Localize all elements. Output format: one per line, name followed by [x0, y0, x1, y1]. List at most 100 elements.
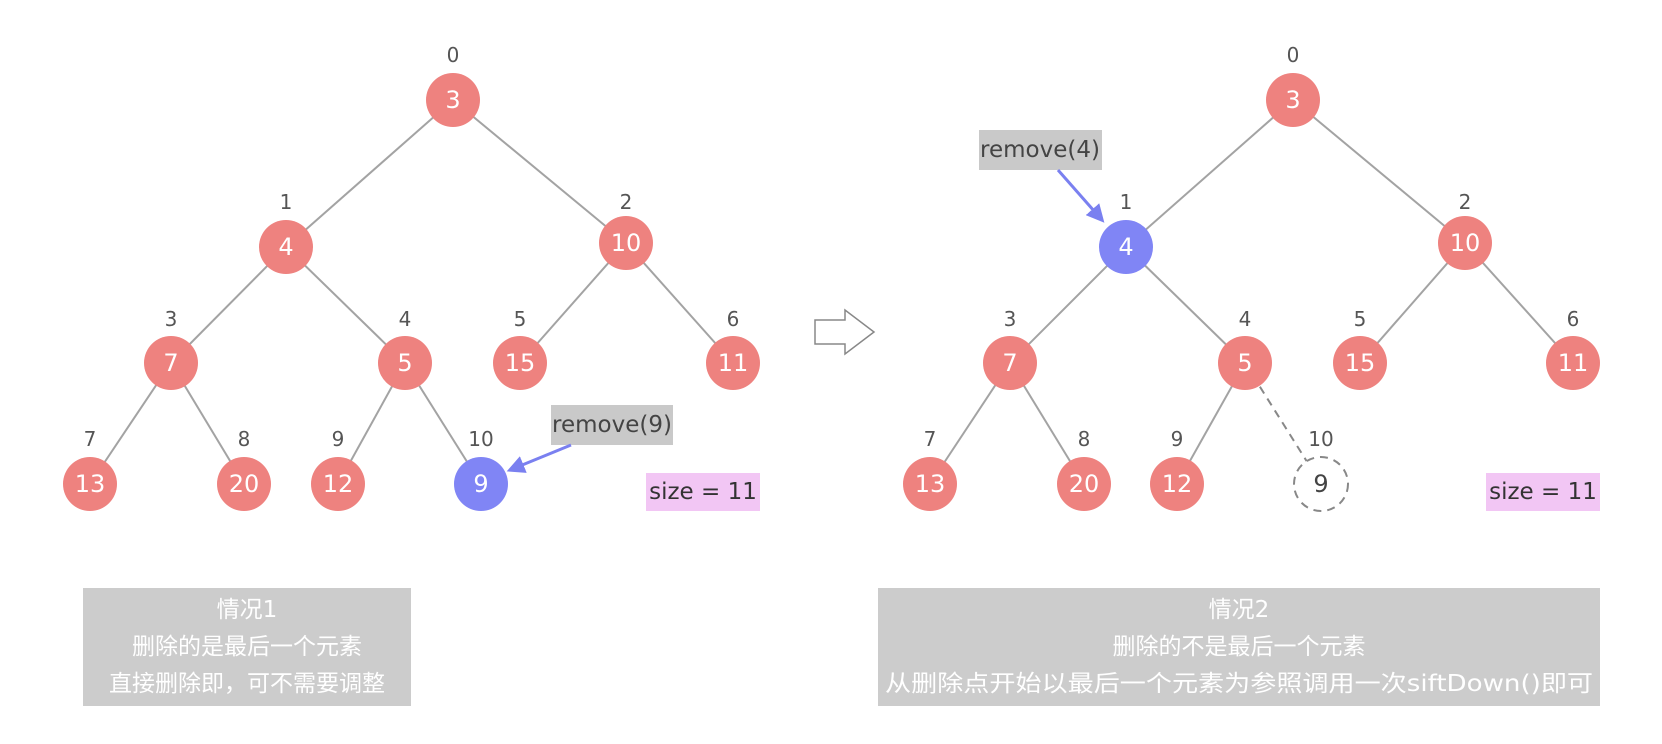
node-value: 3 [1285, 86, 1300, 114]
heap-node [63, 457, 117, 511]
node-value: 3 [445, 86, 460, 114]
heap-node [1333, 336, 1387, 390]
node-value: 11 [1558, 349, 1589, 377]
node-value-ghost: 9 [1313, 470, 1328, 498]
index-label: 8 [238, 427, 251, 451]
node-value: 20 [229, 470, 260, 498]
heap-node [1266, 73, 1320, 127]
node-value: 15 [505, 349, 536, 377]
index-label: 9 [332, 427, 345, 451]
node-value: 5 [397, 349, 412, 377]
heap-node [259, 220, 313, 274]
node-value: 9 [473, 470, 488, 498]
callout-text: remove(9) [552, 412, 672, 438]
edge [170, 246, 287, 364]
node-value: 4 [1118, 233, 1133, 261]
left-callout: remove(9) [506, 405, 673, 473]
node-value: 15 [1345, 349, 1376, 377]
left-index-labels: 0 1 2 3 4 5 6 7 8 9 10 [84, 43, 740, 451]
index-label: 8 [1078, 427, 1091, 451]
index-label: 6 [727, 307, 740, 331]
left-nodes [63, 73, 760, 511]
caption-line: 删除的不是最后一个元素 [1113, 634, 1366, 660]
right-size-badge: size = 11 [1486, 473, 1600, 511]
node-value: 13 [915, 470, 946, 498]
caption-box [83, 588, 411, 706]
edge [1125, 99, 1294, 248]
index-label: 0 [1287, 43, 1300, 67]
heap-node-highlighted [1099, 220, 1153, 274]
node-value: 12 [323, 470, 354, 498]
callout-box [979, 130, 1102, 170]
callout-box [551, 405, 673, 445]
left-caption: 情况1 删除的是最后一个元素 直接删除即，可不需要调整 [83, 588, 411, 706]
heap-node-highlighted [454, 457, 508, 511]
index-label: 7 [924, 427, 937, 451]
caption-box [878, 588, 1600, 706]
edge [452, 99, 627, 244]
node-value: 5 [1237, 349, 1252, 377]
heap-node [311, 457, 365, 511]
heap-node [1438, 216, 1492, 270]
heap-node [706, 336, 760, 390]
right-nodes [903, 73, 1600, 512]
node-value: 7 [163, 349, 178, 377]
size-label: size = 11 [649, 479, 757, 505]
node-value: 12 [1162, 470, 1193, 498]
right-arrow-icon [814, 308, 876, 356]
index-label: 5 [514, 307, 527, 331]
index-label: 0 [447, 43, 460, 67]
size-label: size = 11 [1489, 479, 1597, 505]
index-label: 1 [280, 190, 293, 214]
index-label: 2 [1459, 190, 1472, 214]
right-panel: 0 1 2 3 4 5 6 7 8 9 10 3 4 [878, 43, 1600, 706]
node-value: 10 [1450, 229, 1481, 257]
edge [285, 246, 406, 364]
heap-node [217, 457, 271, 511]
callout-text: remove(4) [980, 137, 1100, 163]
size-badge [646, 473, 760, 511]
edge [1292, 99, 1466, 244]
caption-line: 情况1 [217, 597, 278, 623]
heap-node [378, 336, 432, 390]
right-node-values: 3 4 10 7 5 15 11 13 20 12 9 [915, 86, 1589, 498]
node-value: 13 [75, 470, 106, 498]
index-label: 3 [1004, 307, 1017, 331]
left-size-badge: size = 11 [646, 473, 760, 511]
edge [1125, 246, 1246, 364]
heap-node [1150, 457, 1204, 511]
right-callout: remove(4) [979, 130, 1105, 223]
index-label: 10 [1308, 427, 1333, 451]
heap-node [144, 336, 198, 390]
node-value: 7 [1002, 349, 1017, 377]
caption-line: 直接删除即，可不需要调整 [109, 671, 385, 697]
node-value: 4 [278, 233, 293, 261]
node-value: 11 [718, 349, 749, 377]
caption-line: 删除的是最后一个元素 [132, 634, 362, 660]
heap-node [493, 336, 547, 390]
caption-line: 情况2 [1209, 597, 1270, 623]
callout-arrow [1056, 169, 1105, 223]
heap-node [1218, 336, 1272, 390]
heap-node [1546, 336, 1600, 390]
index-label: 3 [165, 307, 178, 331]
index-label: 1 [1120, 190, 1133, 214]
index-label: 4 [1239, 307, 1252, 331]
heap-node [903, 457, 957, 511]
index-label: 10 [468, 427, 493, 451]
right-index-labels: 0 1 2 3 4 5 6 7 8 9 10 [924, 43, 1580, 451]
index-label: 5 [1354, 307, 1367, 331]
index-label: 2 [620, 190, 633, 214]
edge [285, 99, 454, 248]
index-label: 7 [84, 427, 97, 451]
index-label: 4 [399, 307, 412, 331]
caption-line: 从删除点开始以最后一个元素为参照调用一次siftDown()即可 [885, 671, 1593, 697]
size-badge [1486, 473, 1600, 511]
heap-node [1057, 457, 1111, 511]
edge [1009, 246, 1127, 364]
left-node-values: 3 4 10 7 5 15 11 13 20 12 9 [75, 86, 749, 498]
heap-node [983, 336, 1037, 390]
index-label: 6 [1567, 307, 1580, 331]
heap-node-ghost [1293, 456, 1349, 512]
